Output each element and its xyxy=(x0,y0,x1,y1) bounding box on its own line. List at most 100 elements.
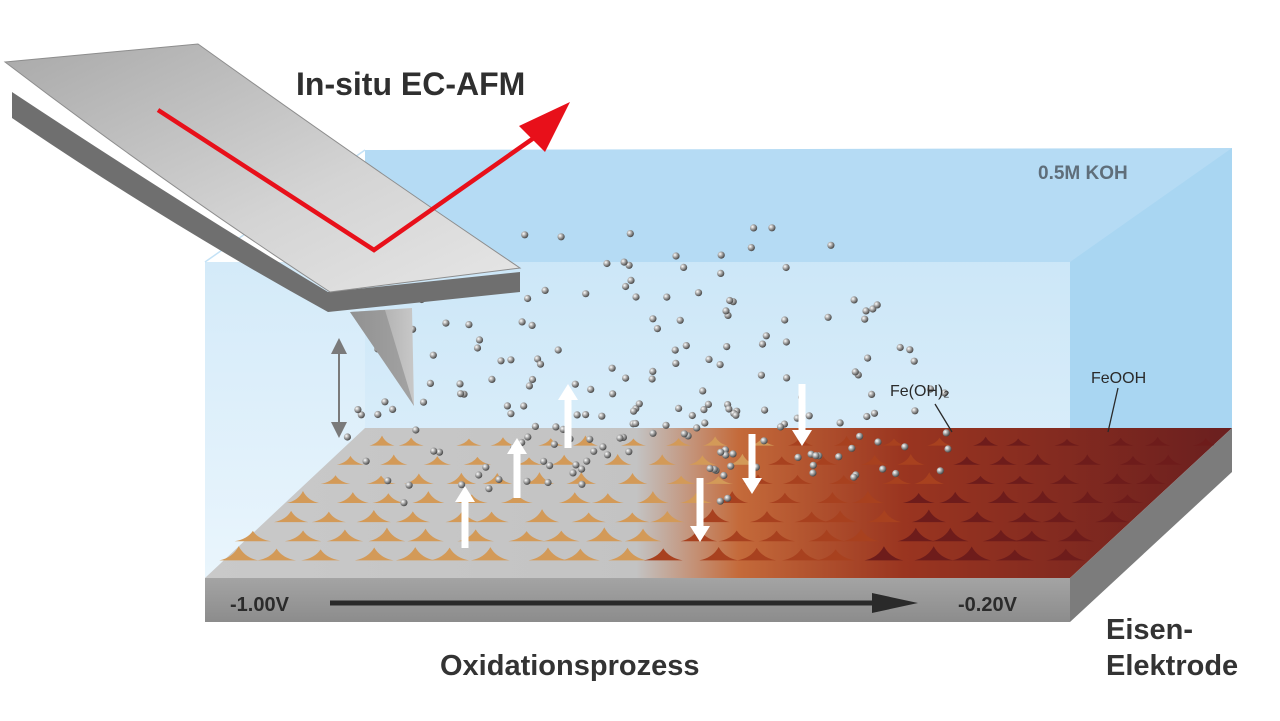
particle xyxy=(384,477,392,485)
particle xyxy=(725,405,733,413)
particle xyxy=(531,422,540,430)
surface-bump xyxy=(834,435,860,446)
surface-bump xyxy=(624,528,662,542)
particle xyxy=(732,411,740,419)
particle xyxy=(672,359,680,367)
particle xyxy=(554,346,562,354)
surface-bump xyxy=(395,511,430,523)
surface-bump xyxy=(666,438,692,446)
flux-arrows xyxy=(455,384,812,548)
particle xyxy=(400,499,408,507)
diagram-title: In-situ EC-AFM xyxy=(296,66,526,102)
surface-bump xyxy=(395,547,435,561)
surface-bump xyxy=(699,547,739,561)
surface-bump xyxy=(463,456,492,465)
surface-bump xyxy=(423,456,452,465)
surface-bump xyxy=(828,475,859,484)
particle xyxy=(699,387,707,395)
particle xyxy=(458,481,466,489)
surface-bump xyxy=(808,529,845,542)
particle xyxy=(571,380,579,388)
surface-bump xyxy=(617,472,648,484)
surface-bump xyxy=(1046,548,1086,561)
particle xyxy=(809,461,817,469)
particle xyxy=(762,332,770,340)
particle xyxy=(717,251,725,259)
particle xyxy=(706,464,714,473)
particle xyxy=(805,412,813,420)
particle xyxy=(430,447,438,455)
particle xyxy=(911,407,919,415)
surface-bump xyxy=(1095,510,1130,523)
surface-bump xyxy=(1119,455,1147,465)
particle xyxy=(582,290,590,298)
particle xyxy=(727,462,735,470)
particle xyxy=(632,419,640,428)
particle xyxy=(426,379,434,387)
surface-bump xyxy=(902,493,935,503)
surface-bump xyxy=(336,455,365,465)
particle xyxy=(722,307,730,315)
surface-bump xyxy=(987,491,1020,503)
surface-bump xyxy=(301,549,341,561)
particle xyxy=(507,356,515,364)
particle xyxy=(716,497,724,505)
surface-bump xyxy=(470,547,510,561)
particle xyxy=(827,241,835,249)
particle xyxy=(648,375,656,383)
particle xyxy=(870,409,879,417)
particle xyxy=(578,465,586,473)
surface-bump xyxy=(1154,454,1182,465)
surface-bump xyxy=(550,454,578,465)
surface-bump xyxy=(911,509,946,523)
particle xyxy=(675,404,683,412)
surface-bump xyxy=(932,527,969,542)
particle xyxy=(757,371,766,379)
particle xyxy=(676,316,684,324)
surface-bump xyxy=(620,438,647,446)
particle xyxy=(457,390,465,398)
surface-bump xyxy=(703,476,734,484)
surface-bump xyxy=(666,475,696,484)
electrode-right-side xyxy=(1070,428,1232,622)
particle xyxy=(782,338,791,346)
flux-arrow xyxy=(690,478,710,542)
surface-bump xyxy=(939,491,972,503)
surface-bump xyxy=(311,511,346,523)
surface-bump xyxy=(881,438,907,446)
particle xyxy=(635,400,643,408)
particle xyxy=(851,368,859,376)
electrode-label-line1: Eisen- xyxy=(1106,614,1194,646)
surface-bump xyxy=(823,510,858,523)
surface-bump xyxy=(816,549,856,561)
particle xyxy=(625,448,633,456)
particle xyxy=(495,475,503,484)
particle xyxy=(720,471,728,480)
particle xyxy=(776,423,785,431)
surface-bump xyxy=(1049,474,1080,484)
particle xyxy=(523,477,531,485)
surface-bump xyxy=(1111,494,1144,503)
particle xyxy=(525,382,534,390)
flux-arrow xyxy=(558,384,578,448)
particle xyxy=(465,321,473,329)
particle xyxy=(582,411,590,419)
particle xyxy=(682,342,690,350)
particle xyxy=(653,325,662,333)
particle xyxy=(649,315,657,323)
particle xyxy=(475,471,483,479)
particle xyxy=(824,313,832,321)
particle xyxy=(926,385,935,393)
surface-bump xyxy=(816,491,849,503)
particle xyxy=(662,421,670,429)
particle xyxy=(599,443,607,451)
particle xyxy=(758,340,767,348)
surface-bump xyxy=(914,472,945,484)
surface-bump xyxy=(860,454,889,465)
surface-bump xyxy=(603,453,632,465)
surface-bump xyxy=(737,547,777,561)
surface-bump xyxy=(515,457,543,465)
start-potential-label: -1.00V xyxy=(230,594,289,616)
particle xyxy=(726,296,734,305)
surface-bump xyxy=(718,530,755,542)
